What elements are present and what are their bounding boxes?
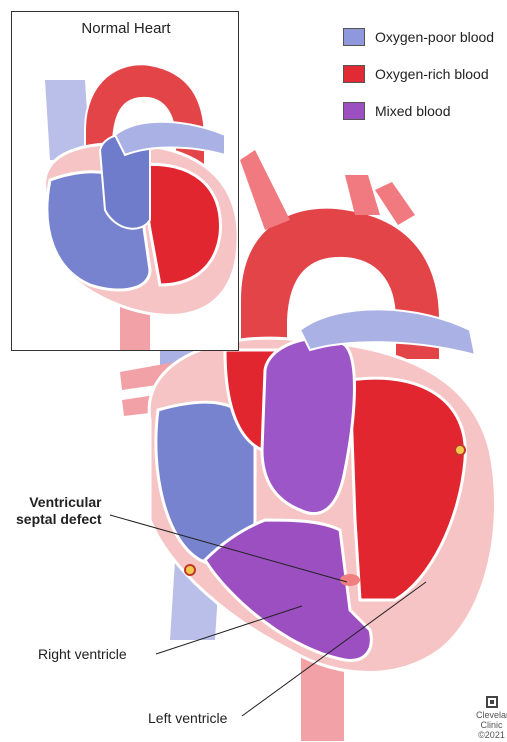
logo-line3: ©2021 xyxy=(476,730,507,740)
legend-label: Oxygen-rich blood xyxy=(375,66,489,82)
legend-swatch-oxygen-poor xyxy=(343,28,365,46)
legend: Oxygen-poor blood Oxygen-rich blood Mixe… xyxy=(343,27,494,138)
logo-line1: Clevelar xyxy=(476,710,507,720)
inset-heart xyxy=(11,11,239,351)
pulmonary-artery xyxy=(262,338,354,513)
vsd-label: Ventricular septal defect xyxy=(16,494,102,528)
vsd-label-line1: Ventricular xyxy=(16,494,102,511)
vsd-label-line2: septal defect xyxy=(16,511,102,528)
legend-item-mixed: Mixed blood xyxy=(343,101,494,121)
legend-label: Mixed blood xyxy=(375,103,451,119)
legend-swatch-oxygen-rich xyxy=(343,65,365,83)
right-ventricle-label: Right ventricle xyxy=(38,646,127,662)
septal-defect xyxy=(340,574,360,586)
aortic-branch-1 xyxy=(240,150,290,230)
legend-label: Oxygen-poor blood xyxy=(375,29,494,45)
coronary-node-1 xyxy=(185,565,195,575)
left-ventricle-label: Left ventricle xyxy=(148,710,227,726)
aortic-branch-2 xyxy=(345,175,380,215)
legend-swatch-mixed xyxy=(343,102,365,120)
cleveland-clinic-logo: Clevelar Clinic ©2021 xyxy=(476,696,507,740)
coronary-node-2 xyxy=(455,445,465,455)
logo-mark-icon xyxy=(486,696,498,708)
legend-item-oxygen-poor: Oxygen-poor blood xyxy=(343,27,494,47)
logo-line2: Clinic xyxy=(476,720,507,730)
legend-item-oxygen-rich: Oxygen-rich blood xyxy=(343,64,494,84)
